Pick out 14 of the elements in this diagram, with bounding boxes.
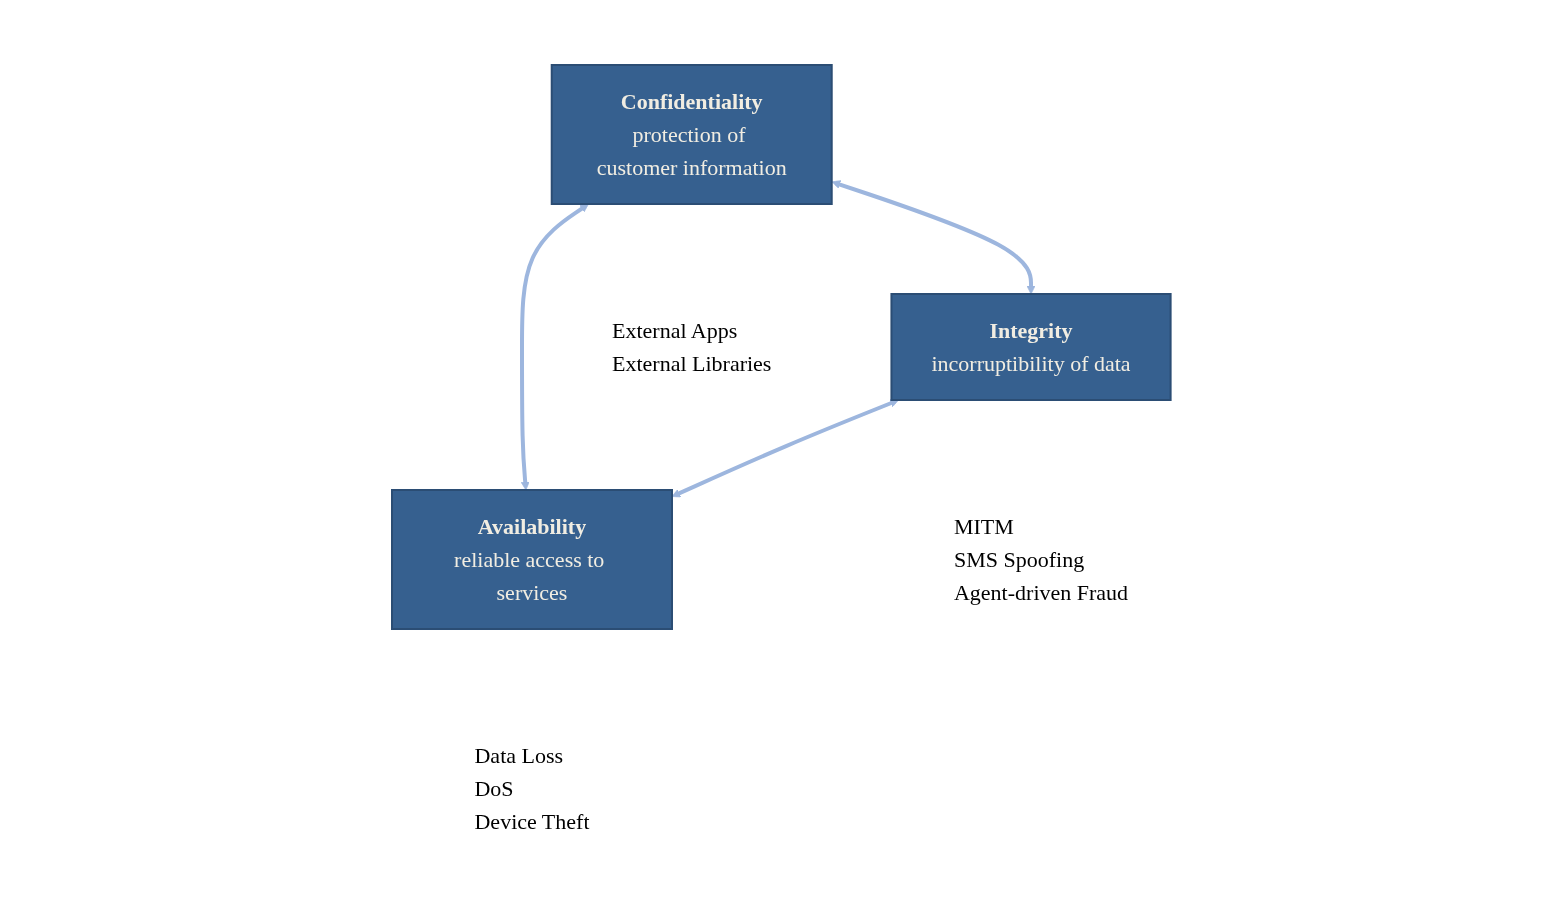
node-label: Data Loss <box>474 743 563 768</box>
node-label: SMS Spoofing <box>953 547 1084 572</box>
node-box: Availability reliable access to services <box>390 489 673 630</box>
node-label: External Libraries <box>611 351 772 376</box>
node-label: External Apps <box>611 318 737 343</box>
node-box: Confidentiality protection of customer information <box>550 64 833 205</box>
node-label: Device Theft <box>474 809 590 834</box>
node-label: Agent-driven Fraud <box>953 580 1128 605</box>
arrow <box>519 203 589 491</box>
node-label: DoS <box>474 776 514 801</box>
arrow <box>831 180 1036 295</box>
arrow <box>671 399 899 498</box>
node-box: Integrity incorruptibility of data <box>890 293 1172 401</box>
node-label: MITM <box>953 514 1014 539</box>
